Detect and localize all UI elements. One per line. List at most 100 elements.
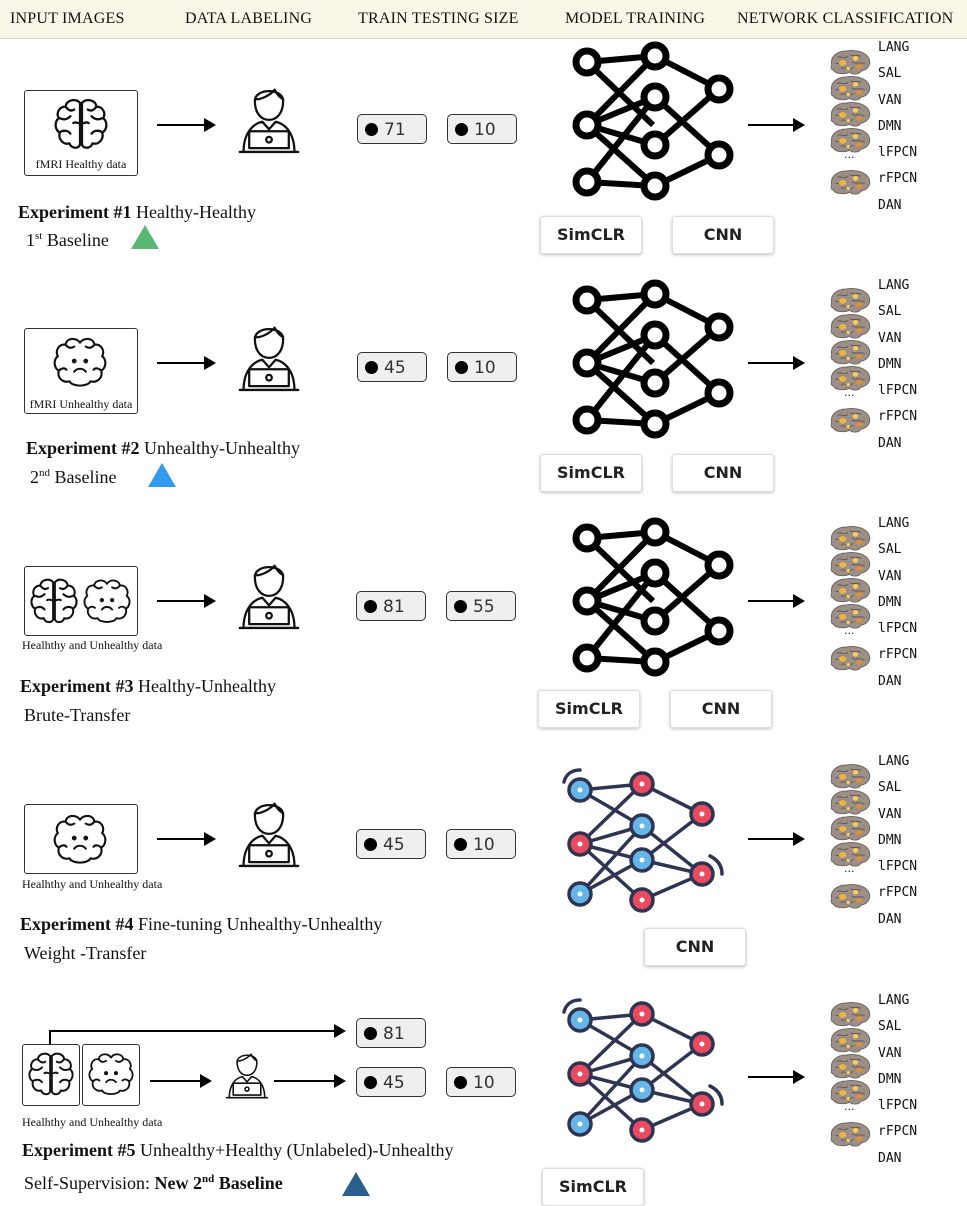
model-cnn-button[interactable]: CNN	[670, 690, 772, 728]
network-label: VAN	[878, 92, 902, 108]
brain-scan-icon	[828, 1026, 872, 1054]
experiment-number: Experiment #1	[18, 202, 132, 222]
subtitle-text: Weight -Transfer	[24, 943, 147, 963]
network-label: LANG	[878, 40, 910, 55]
network-label: lFPCN	[878, 859, 918, 875]
experiment-subtitle: Weight -Transfer	[24, 943, 146, 964]
test-size-pill: 55	[446, 591, 516, 621]
model-cnn-button[interactable]: CNN	[644, 928, 746, 966]
network-label: SAL	[878, 542, 902, 558]
test-size-value: 10	[473, 1073, 495, 1093]
experiment-5-row: Healhthy and Unhealthy data 81 45 10 Sim…	[0, 966, 967, 1206]
network-label: rFPCN	[878, 885, 918, 901]
train-size-value: 45	[383, 835, 405, 855]
arrow-to-classification	[748, 1070, 805, 1084]
experiment-description: Unhealthy+Healthy (Unlabeled)-Unhealthy	[135, 1140, 454, 1160]
ellipsis: ...	[844, 1100, 855, 1113]
network-label: SAL	[878, 1019, 902, 1035]
colored-neural-network-icon	[562, 768, 724, 913]
labeler-person-icon	[236, 792, 302, 872]
brain-scan-icon	[828, 814, 872, 842]
experiment-number: Experiment #4	[20, 914, 134, 934]
arrow-to-labeling	[157, 594, 216, 608]
model-cnn-button[interactable]: CNN	[672, 216, 774, 254]
experiment-description: Healthy-Unhealthy	[133, 676, 276, 696]
unlabeled-path-vertical	[49, 1032, 51, 1044]
subtitle-text: Brute-Transfer	[24, 705, 131, 725]
green-triangle-marker	[131, 225, 159, 249]
test-size-value: 10	[474, 120, 496, 140]
test-size-value: 10	[474, 358, 496, 378]
network-label: SAL	[878, 780, 902, 796]
experiment-description: Unhealthy-Unhealthy	[139, 438, 300, 458]
experiment-number: Experiment #5	[22, 1140, 136, 1160]
sad-brain-icon	[81, 577, 133, 625]
network-label: DMN	[878, 356, 902, 372]
brain-scan-icon	[828, 762, 872, 790]
experiment-title: Experiment #2 Unhealthy-Unhealthy	[26, 438, 300, 459]
brain-scan-icon	[828, 644, 872, 672]
model-simclr-button[interactable]: SimCLR	[542, 1168, 644, 1206]
labeler-person-icon	[236, 316, 302, 396]
network-label: DAN	[878, 673, 902, 689]
train-size-pill: 45	[356, 1067, 426, 1097]
subtitle-prefix: Self-Supervision:	[24, 1173, 155, 1193]
neural-network-icon	[572, 41, 734, 201]
ellipsis: ...	[844, 624, 855, 637]
experiment-4-row: Healhthy and Unhealthy data 45 10 CNN ..…	[0, 752, 967, 990]
bullet-dot	[454, 600, 467, 613]
network-label: DMN	[878, 594, 902, 610]
subtitle-text: Baseline	[50, 467, 117, 487]
network-label: LANG	[878, 516, 910, 531]
network-label: rFPCN	[878, 647, 918, 663]
arrow-to-classification	[748, 594, 805, 608]
network-label: SAL	[878, 304, 902, 320]
model-simclr-button[interactable]: SimCLR	[538, 690, 640, 728]
column-header-bar: INPUT IMAGES DATA LABELING TRAIN TESTING…	[0, 0, 967, 39]
brain-scan-icon	[828, 100, 872, 128]
experiment-title: Experiment #3 Healthy-Unhealthy	[20, 676, 276, 697]
network-label-list: LANG SAL VAN DMN lFPCN rFPCN DAN	[878, 511, 917, 695]
model-simclr-button[interactable]: SimCLR	[540, 454, 642, 492]
brain-scan-icon	[828, 168, 872, 196]
model-simclr-button[interactable]: SimCLR	[540, 216, 642, 254]
network-label-list: LANG SAL VAN DMN lFPCN rFPCN DAN	[878, 988, 917, 1172]
network-label: DAN	[878, 435, 902, 451]
darkblue-triangle-marker	[342, 1172, 370, 1196]
input-caption: fMRI Unhealthy data	[29, 397, 133, 411]
arrow-to-classification	[748, 118, 805, 132]
network-label: rFPCN	[878, 1124, 918, 1140]
network-label: lFPCN	[878, 383, 918, 399]
train-size-value: 81	[383, 597, 405, 617]
experiment-1-row: fMRI Healthy data 71 10 SimCLR CNN ... L…	[0, 38, 967, 276]
subtitle-bold: New 2	[154, 1173, 203, 1193]
network-label: lFPCN	[878, 145, 918, 161]
subtitle-bold-end: Baseline	[214, 1173, 283, 1193]
arrow-to-classification	[748, 356, 805, 370]
brain-scan-icon	[828, 1000, 872, 1028]
subtitle-ordinal: 2	[30, 467, 39, 487]
labeler-person-icon	[236, 78, 302, 158]
ellipsis: ...	[844, 148, 855, 161]
network-label: lFPCN	[878, 621, 918, 637]
sad-brain-icon	[86, 1051, 136, 1097]
test-size-value: 10	[473, 835, 495, 855]
brain-icon	[28, 577, 80, 625]
network-label: DAN	[878, 1150, 902, 1166]
brain-scan-icon	[828, 406, 872, 434]
unlabeled-size-pill: 81	[356, 1018, 426, 1048]
experiment-3-row: Healhthy and Unhealthy data 81 55 SimCLR…	[0, 514, 967, 752]
model-cnn-button[interactable]: CNN	[672, 454, 774, 492]
bullet-dot	[364, 838, 377, 851]
experiment-title: Experiment #5 Unhealthy+Healthy (Unlabel…	[22, 1140, 454, 1161]
test-size-pill: 10	[446, 1067, 516, 1097]
experiment-subtitle: 2nd Baseline	[30, 467, 116, 488]
input-image-box	[24, 804, 138, 874]
brain-scan-icon	[828, 1120, 872, 1148]
sad-brain-icon	[50, 335, 110, 389]
header-input-images: INPUT IMAGES	[10, 10, 125, 27]
brain-scan-icon	[828, 576, 872, 604]
bullet-dot	[365, 123, 378, 136]
subtitle-suffix: nd	[202, 1173, 215, 1185]
brain-scan-icon	[828, 74, 872, 102]
